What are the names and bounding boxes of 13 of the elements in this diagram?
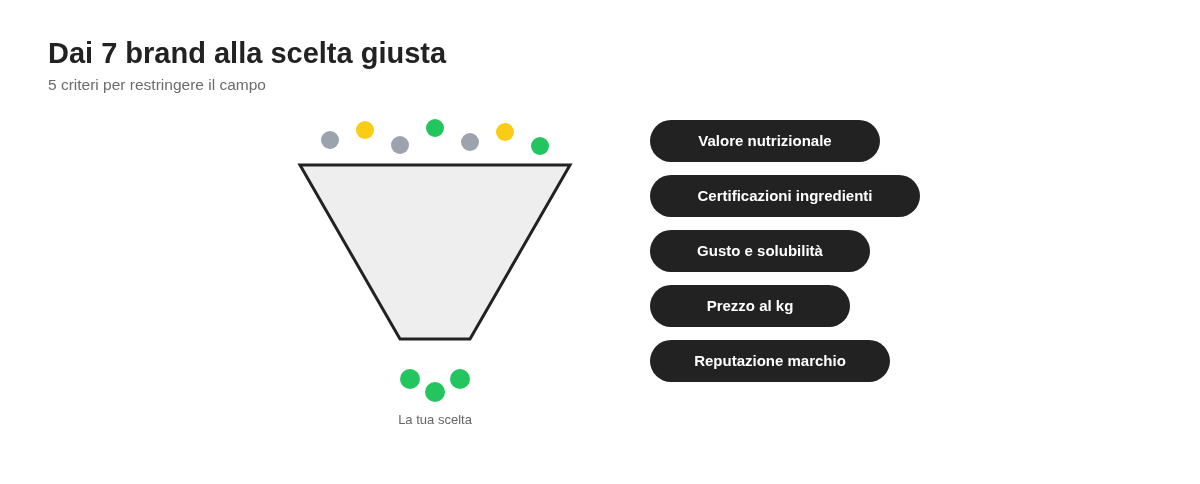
criterion-text: Certificazioni ingredienti (697, 187, 873, 205)
criterion-pill (650, 285, 850, 327)
diagram-title: Dai 7 brand alla scelta giusta (48, 37, 447, 71)
criterion-text: Reputazione marchio (694, 352, 846, 370)
criterion-pill (650, 230, 870, 272)
criterion-text: Valore nutrizionale (698, 132, 832, 150)
criterion-pill (650, 120, 880, 162)
result-caption: La tua scelta (398, 412, 472, 428)
diagram-subtitle: 5 criteri per restringere il campo (48, 76, 266, 95)
criterion-text: Gusto e solubilità (697, 242, 823, 260)
criterion-pill (650, 340, 890, 382)
criterion-text: Prezzo al kg (706, 297, 794, 315)
criterion-pill (650, 175, 920, 217)
